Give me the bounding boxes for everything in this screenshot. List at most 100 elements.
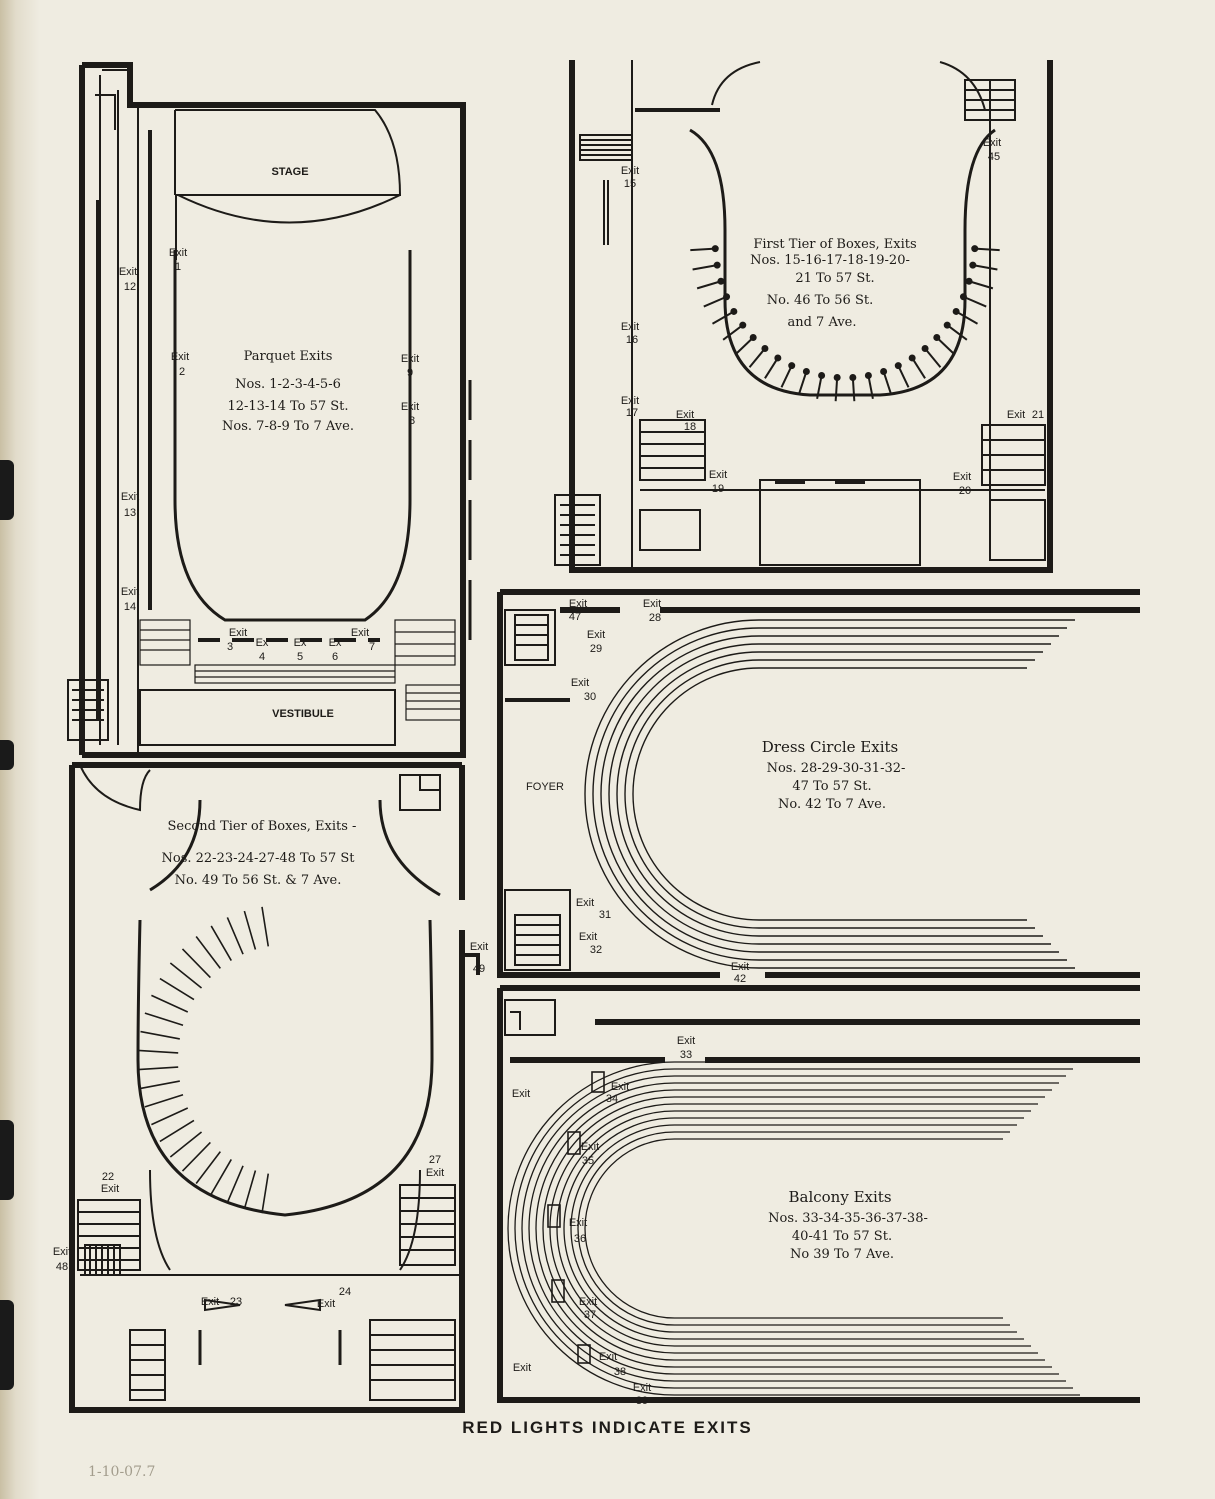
- exit-number: 30: [584, 691, 596, 703]
- box-partition: [897, 365, 910, 388]
- balcony-line: Nos. 33-34-35-36-37-38-: [768, 1211, 928, 1226]
- seating-ring: [616, 651, 1043, 937]
- box-partition: [722, 324, 744, 341]
- seating-ring: [542, 1096, 1045, 1361]
- seating-ring: [521, 1075, 1066, 1382]
- dress-circle-title: Dress Circle Exits: [762, 738, 898, 756]
- exit-label: Exit: [621, 321, 639, 333]
- exit-label: Exit: [401, 401, 419, 413]
- box-partition: [748, 347, 766, 368]
- first-tier-line: 21 To 57 St.: [795, 271, 874, 286]
- seating-ring: [514, 1068, 1073, 1389]
- box-partition: [261, 1173, 270, 1214]
- exit-number: 2: [179, 366, 185, 378]
- box-seat-marker: [943, 321, 951, 329]
- box-seat-marker: [833, 373, 841, 381]
- page-tear: [0, 460, 14, 520]
- box-seat-marker: [818, 372, 826, 380]
- exit-label: Exit: [201, 1296, 219, 1308]
- box-partition: [151, 994, 189, 1013]
- exit-label: Exit: [633, 1382, 651, 1394]
- exit-number: 17: [626, 407, 638, 419]
- parquet-line: Nos. 1-2-3-4-5-6: [235, 377, 341, 392]
- box-seat-marker: [894, 362, 902, 370]
- exit-number: 9: [407, 367, 413, 379]
- exit-label: Exit: [53, 1246, 71, 1258]
- exit-label: Exit: [470, 941, 488, 953]
- box-partition: [140, 1080, 180, 1090]
- exit-label: Exit: [709, 469, 727, 481]
- box-seat-marker: [849, 373, 857, 381]
- seating-ring: [624, 659, 1035, 929]
- seating-ring: [570, 1124, 1017, 1333]
- exit-label: Exit: [731, 961, 749, 973]
- exit-label: Ex: [329, 637, 342, 649]
- exit-label: Exit: [351, 627, 369, 639]
- exit-number: 35: [582, 1155, 594, 1167]
- box-seat-marker: [711, 245, 719, 253]
- box-partition: [690, 247, 716, 252]
- box-partition: [798, 371, 808, 395]
- box-partition: [195, 1151, 221, 1184]
- box-partition: [169, 962, 203, 989]
- exit-label: Exit: [169, 247, 187, 259]
- box-partition: [955, 310, 979, 325]
- exit-number: 27: [429, 1154, 441, 1166]
- box-partition: [210, 1159, 232, 1195]
- exit-label: Exit: [119, 266, 137, 278]
- exit-number: 4: [259, 651, 265, 663]
- exit-label: Exit: [587, 629, 605, 641]
- exit-number: 3: [227, 641, 233, 653]
- exit-label: Exit: [1007, 409, 1025, 421]
- parquet-line: 12-13-14 To 57 St.: [227, 399, 348, 414]
- box-seat-marker: [965, 277, 973, 285]
- box-partition: [243, 1170, 257, 1210]
- page-tear: [0, 740, 14, 770]
- exit-number: 7: [369, 641, 375, 653]
- box-seat-marker: [802, 368, 810, 376]
- seating-ring: [563, 1117, 1024, 1340]
- exit-label: Exit: [171, 351, 189, 363]
- box-partition: [734, 336, 754, 356]
- exit-label: Exit: [512, 1088, 530, 1100]
- box-partition: [936, 336, 956, 356]
- dress-circle-line: 47 To 57 St.: [792, 779, 871, 794]
- second-tier-plan: Second Tier of Boxes, Exits - Nos. 22-23…: [53, 762, 488, 1413]
- box-seat-marker: [774, 354, 782, 362]
- box-partition: [140, 1030, 180, 1040]
- exit-number: 23: [230, 1296, 242, 1308]
- exit-number: 14: [124, 601, 136, 613]
- exit-number: 34: [606, 1093, 618, 1105]
- box-partition: [974, 247, 1000, 252]
- seating-ring: [600, 635, 1059, 953]
- box-partition: [144, 1094, 184, 1108]
- second-tier-line: Second Tier of Boxes, Exits -: [168, 819, 357, 834]
- box-partition: [968, 280, 994, 290]
- balcony-exit-box: [567, 1131, 581, 1155]
- box-partition: [210, 925, 232, 961]
- box-partition: [138, 1049, 179, 1054]
- exit-number: 21: [1032, 409, 1044, 421]
- box-partition: [816, 375, 823, 400]
- exit-number: 12: [124, 281, 136, 293]
- exit-label: Exit: [513, 1362, 531, 1374]
- seating-ring: [584, 619, 1075, 969]
- exit-label: Exit: [621, 395, 639, 407]
- box-partition: [159, 1119, 195, 1143]
- foyer-label: FOYER: [526, 781, 564, 793]
- box-partition: [169, 1131, 203, 1158]
- exit-number: 37: [584, 1309, 596, 1321]
- exit-label: Exit: [599, 1351, 617, 1363]
- exit-number: 31: [599, 909, 611, 921]
- exit-number: 39: [636, 1395, 648, 1407]
- dress-circle-line: Nos. 28-29-30-31-32-: [767, 761, 906, 776]
- first-tier-line: Nos. 15-16-17-18-19-20-: [750, 253, 910, 268]
- exit-number: 47: [569, 611, 581, 623]
- page-tear: [0, 1120, 14, 1200]
- box-partition: [692, 264, 718, 271]
- exit-label: Exit: [643, 598, 661, 610]
- exit-label: Exit: [677, 1035, 695, 1047]
- exit-label: Exit: [579, 1296, 597, 1308]
- exit-number: 19: [712, 483, 724, 495]
- parquet-title: Parquet Exits: [244, 349, 333, 364]
